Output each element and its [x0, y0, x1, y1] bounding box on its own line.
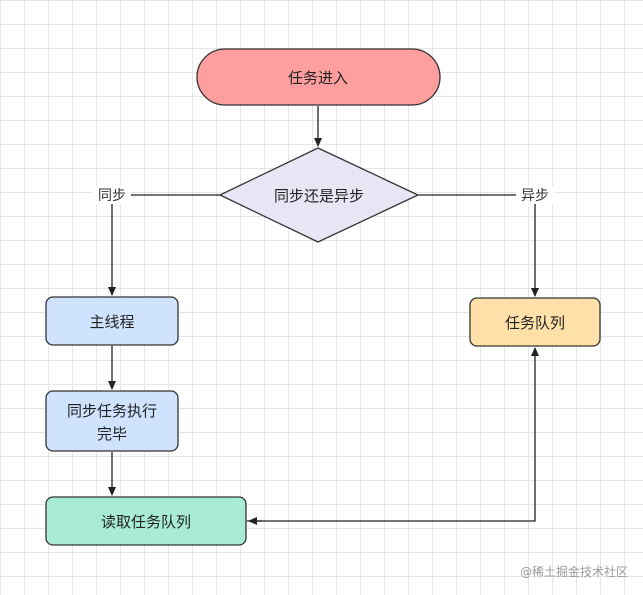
edge-decision-to-main-thread — [108, 194, 220, 296]
edge-label-async: 异步 — [521, 188, 549, 204]
node-start-label: 任务进入 — [288, 69, 348, 87]
node-main-thread: 主线程 — [45, 296, 179, 346]
watermark: @稀土掘金技术社区 — [520, 564, 628, 579]
node-read-queue: 读取任务队列 — [45, 496, 247, 546]
edge-label-sync: 同步 — [98, 188, 126, 204]
node-sync-done: 同步任务执行 完毕 — [45, 390, 179, 452]
node-read-queue-label: 读取任务队列 — [101, 513, 191, 531]
node-main-thread-label: 主线程 — [89, 313, 134, 331]
node-task-queue: 任务队列 — [469, 297, 601, 347]
edge-decision-to-task-queue — [418, 194, 539, 297]
edge-read-queue-to-task-queue — [247, 347, 539, 522]
node-sync-done-line1: 同步任务执行 — [67, 402, 157, 420]
node-decision: 同步还是异步 — [218, 147, 420, 243]
node-task-queue-label: 任务队列 — [505, 314, 565, 332]
node-start: 任务进入 — [196, 48, 441, 106]
node-decision-label: 同步还是异步 — [274, 187, 364, 205]
node-sync-done-line2: 完毕 — [97, 425, 127, 443]
